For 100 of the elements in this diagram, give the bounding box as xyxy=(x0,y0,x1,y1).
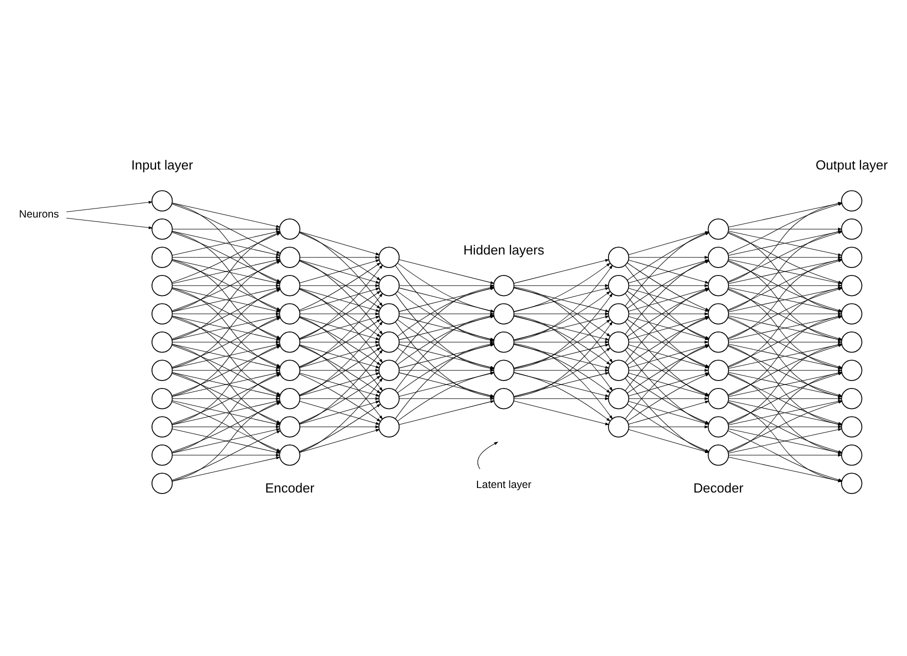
node-circle xyxy=(608,332,630,353)
node-circle xyxy=(152,472,173,494)
arrow xyxy=(514,397,610,400)
arrow xyxy=(172,425,280,428)
node-circle xyxy=(708,275,729,296)
arrow xyxy=(172,397,280,400)
node-circle xyxy=(841,332,862,353)
node-circle xyxy=(841,444,862,466)
arrow xyxy=(299,260,380,284)
node-circle xyxy=(152,416,173,438)
node-circle xyxy=(841,388,862,410)
arrow xyxy=(728,340,842,344)
node-circle xyxy=(608,303,630,324)
node-circle xyxy=(708,332,729,353)
arrow xyxy=(299,404,381,452)
arrow xyxy=(300,312,380,316)
node-circle xyxy=(152,275,173,296)
arrow xyxy=(514,264,613,341)
arrow xyxy=(172,340,280,344)
node-circle xyxy=(279,332,300,353)
arrow xyxy=(172,256,280,259)
node-circle xyxy=(841,416,862,438)
node-circle xyxy=(708,246,729,268)
node-circle xyxy=(152,388,173,410)
node-circle xyxy=(708,444,729,466)
arrow xyxy=(728,368,842,372)
node-circle xyxy=(279,360,300,381)
arrow xyxy=(300,368,380,372)
node-text: Neurons xyxy=(18,208,59,221)
arrow xyxy=(628,368,709,372)
node-circle xyxy=(279,416,300,438)
arrow xyxy=(66,200,153,212)
node-text: Latent layer xyxy=(476,478,532,491)
node-circle xyxy=(279,444,300,466)
arrow xyxy=(399,397,494,400)
node-circle xyxy=(493,332,514,353)
node-circle xyxy=(708,416,729,438)
arrow xyxy=(299,378,383,452)
node-circle xyxy=(708,388,729,410)
node-circle xyxy=(708,218,729,240)
arrow xyxy=(728,284,842,288)
node-circle xyxy=(841,218,862,240)
arrow xyxy=(299,429,380,453)
arrow xyxy=(514,368,610,372)
arrow xyxy=(514,400,610,426)
arrow xyxy=(299,344,380,368)
arrow xyxy=(300,256,380,259)
arrow xyxy=(398,400,495,425)
node-circle xyxy=(493,360,514,381)
arrow xyxy=(300,397,380,400)
node-circle xyxy=(279,303,300,324)
node-circle xyxy=(493,275,514,296)
label: Input layer xyxy=(131,158,194,173)
node-circle xyxy=(841,303,862,324)
arrow xyxy=(399,340,494,344)
node-circle xyxy=(152,246,173,268)
node-circle xyxy=(152,332,173,353)
node-circle xyxy=(152,190,173,212)
arrow xyxy=(628,425,709,428)
node-circle xyxy=(279,246,300,268)
arrow xyxy=(299,232,383,307)
arrow xyxy=(300,340,380,344)
arrow xyxy=(628,284,709,288)
arrow xyxy=(728,425,842,428)
arrow xyxy=(514,259,610,284)
arrow xyxy=(172,284,280,288)
node-circle xyxy=(841,190,862,212)
arrow xyxy=(299,288,380,312)
arrow xyxy=(299,316,380,340)
node-circle xyxy=(279,275,300,296)
arrow xyxy=(477,442,498,470)
arrow xyxy=(299,372,380,396)
arrow xyxy=(172,454,280,457)
arrow xyxy=(172,312,280,316)
node-circle xyxy=(608,388,630,410)
arrow xyxy=(399,368,494,372)
arrow xyxy=(514,372,610,397)
node-circle xyxy=(841,275,862,296)
node-circle xyxy=(152,444,173,466)
arrow xyxy=(399,284,494,288)
arrow xyxy=(728,312,842,316)
arrow xyxy=(514,262,611,312)
node-circle xyxy=(708,303,729,324)
arrow xyxy=(628,340,709,344)
arrow xyxy=(514,343,613,420)
arrow xyxy=(172,368,280,372)
arrow xyxy=(514,316,610,340)
arrow xyxy=(728,256,842,259)
node-circle xyxy=(608,246,630,268)
label: Output layer xyxy=(816,158,888,173)
node-circle xyxy=(841,472,862,494)
arrow xyxy=(172,202,280,228)
node-circle xyxy=(152,218,173,240)
arrow xyxy=(299,400,380,425)
arrow xyxy=(728,228,842,231)
arrow xyxy=(172,228,280,231)
label: Decoder xyxy=(693,480,744,496)
label: Hidden layers xyxy=(463,242,544,258)
arrow xyxy=(514,340,610,344)
arrow xyxy=(628,397,709,400)
